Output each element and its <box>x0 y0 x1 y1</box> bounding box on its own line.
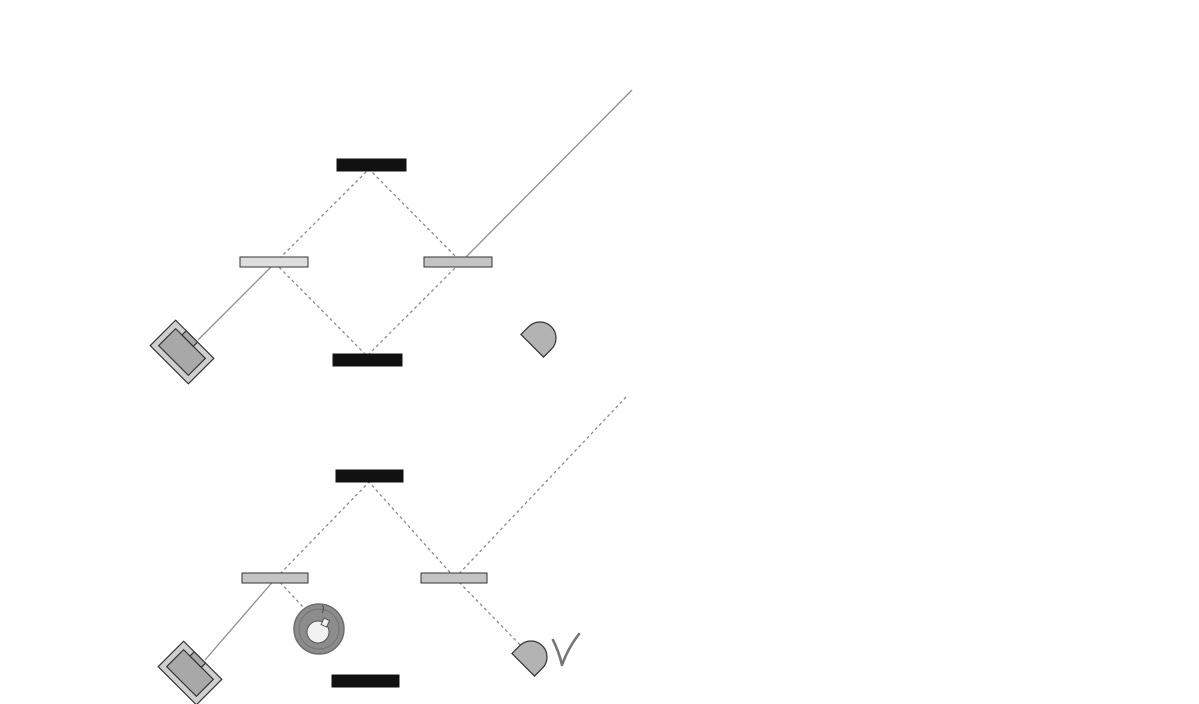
photodetector-icon <box>511 640 548 677</box>
beam-output-solid <box>460 89 633 263</box>
beam-splitter-input <box>241 572 309 584</box>
beam-splitter-output <box>420 572 488 584</box>
mirror-bottom <box>331 674 400 688</box>
beam-input-solid <box>197 262 276 341</box>
beam-splitter-input <box>239 256 309 268</box>
laser-source-icon <box>157 640 223 704</box>
bomb-icon <box>293 603 345 655</box>
mirror-top <box>335 469 404 483</box>
beam-path-upper <box>274 168 462 264</box>
photodetector-icon <box>520 321 557 358</box>
panel-bottom: √ <box>0 0 628 704</box>
laser-source-icon <box>149 319 215 385</box>
beam-path-upper <box>275 481 456 579</box>
mirror-top <box>336 158 407 172</box>
beam-splitter-output <box>423 256 493 268</box>
beam-path-to-detector <box>454 577 528 653</box>
panel-top <box>149 89 633 385</box>
beam-output-dashed <box>454 395 628 579</box>
mirror-bottom <box>332 353 403 367</box>
beam-path-lower <box>274 261 462 357</box>
beam-input-solid <box>204 577 277 661</box>
detector-mark-text: √ <box>0 0 1 1</box>
checkmark-icon: √ <box>0 0 581 667</box>
